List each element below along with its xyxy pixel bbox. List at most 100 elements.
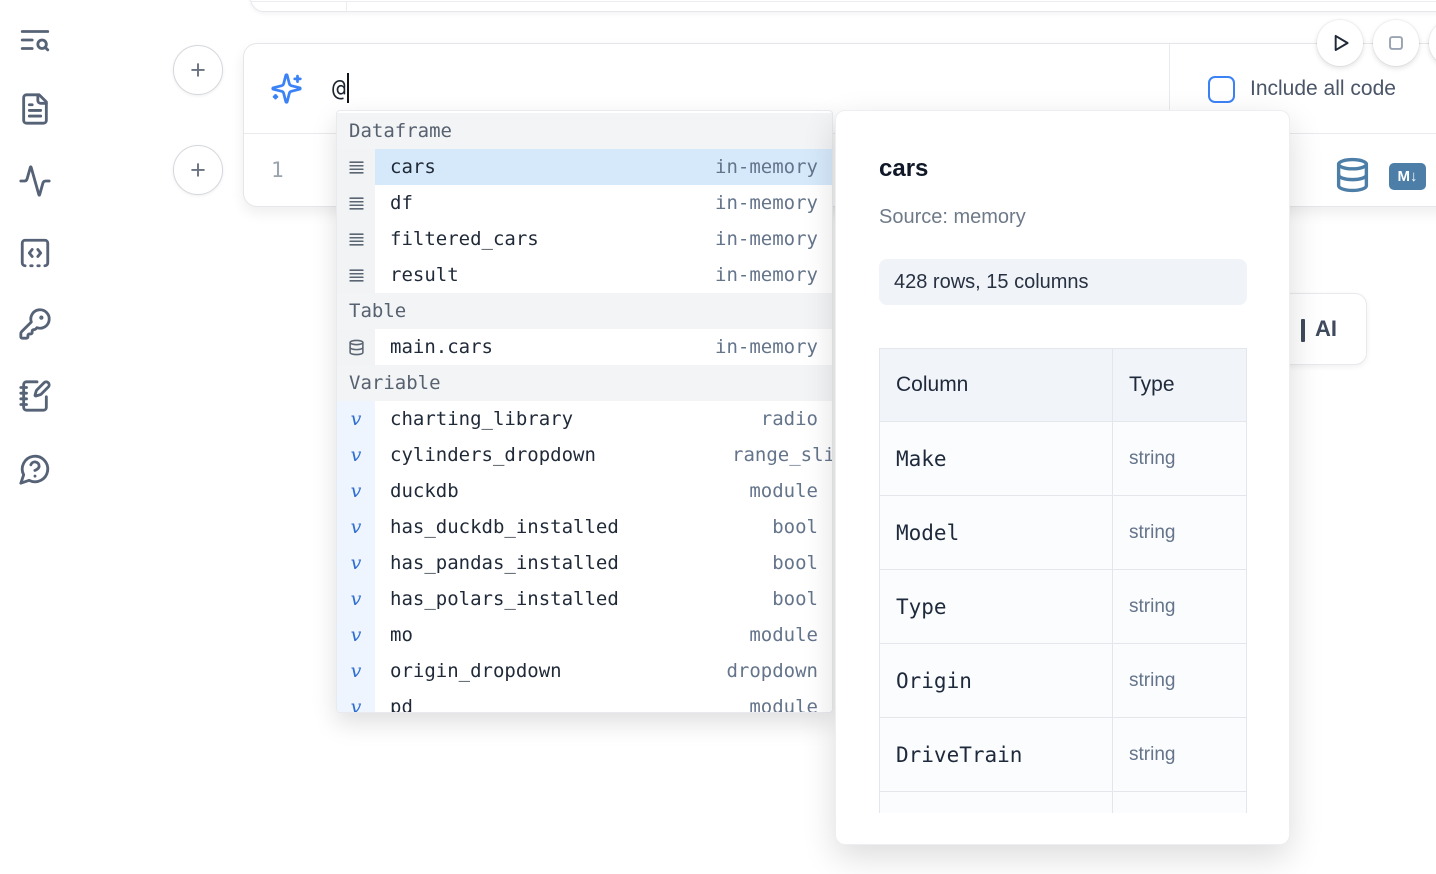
stop-cell-button[interactable] [1373, 20, 1419, 66]
autocomplete-section-dataframe: Dataframe [337, 113, 832, 149]
code-editor-row[interactable]: 1 M↓ [244, 134, 1436, 206]
text-caret [346, 72, 349, 103]
column-name: Make [879, 421, 1113, 496]
item-name: has_polars_installed [390, 588, 619, 610]
item-name: filtered_cars [390, 228, 539, 250]
rows-icon [337, 149, 375, 185]
sidebar-activity-button[interactable] [17, 164, 53, 200]
ai-button-label: AI [1315, 316, 1337, 341]
item-name: duckdb [390, 480, 459, 502]
column-type: string [1112, 495, 1247, 570]
database-icon [337, 329, 375, 365]
column-name: Type [879, 569, 1113, 644]
v-glyph-icon: v [337, 401, 375, 437]
rows-icon [337, 185, 375, 221]
v-glyph-icon: v [337, 437, 375, 473]
schema-header-column: Column [879, 348, 1113, 422]
item-type: dropdown [726, 660, 818, 682]
prompt-options-panel: Include all code [1169, 44, 1436, 134]
schema-row-partial [879, 791, 1247, 813]
help-chat-icon [18, 452, 52, 489]
item-type: module [749, 480, 818, 502]
rows-icon [337, 221, 375, 257]
v-glyph-icon: v [337, 581, 375, 617]
autocomplete-item-result[interactable]: result in-memory [337, 257, 832, 293]
file-text-icon [18, 92, 52, 129]
item-type: in-memory [715, 228, 818, 250]
column-type: string [1112, 569, 1247, 644]
item-name: origin_dropdown [390, 660, 562, 682]
sidebar-scratchpad-button[interactable] [17, 379, 53, 415]
item-type: in-memory [715, 192, 818, 214]
line-number: 1 [271, 158, 284, 182]
sidebar-help-button[interactable] [17, 452, 53, 488]
sidebar-snippets-button[interactable] [17, 236, 53, 272]
autocomplete-section-variable: Variable [337, 365, 832, 401]
sidebar-files-button[interactable] [17, 92, 53, 128]
autocomplete-section-table: Table [337, 293, 832, 329]
autocomplete-item-df[interactable]: df in-memory [337, 185, 832, 221]
add-cell-below-button[interactable]: + [173, 145, 223, 195]
v-glyph-icon: v [337, 617, 375, 653]
ai-prompt-input[interactable]: @ [332, 44, 349, 134]
schema-header-type: Type [1112, 348, 1247, 422]
column-type: string [1112, 643, 1247, 718]
clipped-letter-fragment [1301, 319, 1305, 342]
column-name: Model [879, 495, 1113, 570]
rows-icon [337, 257, 375, 293]
previous-cell-divider [251, 1, 1436, 2]
item-name: main.cars [390, 336, 493, 358]
item-type: in-memory [715, 336, 818, 358]
item-type: radio [760, 408, 818, 430]
dataframe-sources-button[interactable] [1334, 156, 1371, 197]
item-name: df [390, 192, 413, 214]
autocomplete-item-main.cars[interactable]: main.cars in-memory [337, 329, 832, 365]
convert-to-markdown-button[interactable]: M↓ [1389, 163, 1426, 190]
item-name: has_pandas_installed [390, 552, 619, 574]
preview-shape-badge: 428 rows, 15 columns [879, 259, 1247, 305]
column-type: string [1112, 421, 1247, 496]
key-icon [18, 307, 52, 344]
item-type: bool [772, 516, 818, 538]
sidebar-secrets-button[interactable] [17, 307, 53, 343]
include-all-code-checkbox[interactable] [1208, 76, 1235, 103]
v-glyph-icon: v [337, 473, 375, 509]
item-name: mo [390, 624, 413, 646]
item-type: range_sli [732, 444, 833, 466]
notebook-pen-icon [18, 379, 52, 416]
column-type: string [1112, 717, 1247, 792]
add-cell-above-button[interactable]: + [173, 45, 223, 95]
sidebar-search-button[interactable] [17, 23, 53, 59]
autocomplete-item-filtered_cars[interactable]: filtered_cars in-memory [337, 221, 832, 257]
prompt-value: @ [332, 76, 346, 102]
item-type: in-memory [715, 264, 818, 286]
item-name: result [390, 264, 459, 286]
run-cell-button[interactable] [1317, 20, 1363, 66]
column-name: DriveTrain [879, 717, 1113, 792]
item-type: in-memory [715, 156, 818, 178]
clipped-run-control-button[interactable] [1429, 20, 1436, 66]
v-glyph-icon: v [337, 509, 375, 545]
code-block-icon [18, 236, 52, 273]
preview-title: cars [879, 155, 929, 182]
item-name: pd [390, 696, 413, 713]
